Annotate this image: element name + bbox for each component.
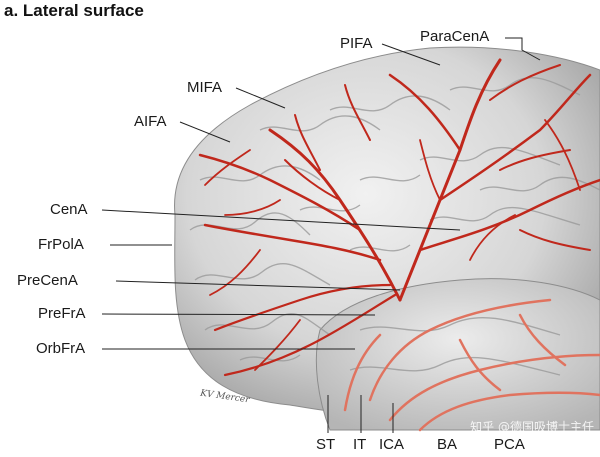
leader-precena xyxy=(115,280,401,291)
leader-cena xyxy=(101,209,461,231)
label-pifa: PIFA xyxy=(340,35,373,52)
cerebral-arteries xyxy=(198,58,600,377)
label-precena: PreCenA xyxy=(17,272,78,289)
leader-pifa xyxy=(381,43,441,66)
gyri-folds xyxy=(189,76,600,376)
label-cena: CenA xyxy=(50,201,88,218)
label-pca: PCA xyxy=(494,436,525,453)
watermark: 知乎 @德国吸博士主任 xyxy=(470,420,594,434)
label-paracena: ParaCenA xyxy=(420,28,490,45)
label-ba: BA xyxy=(437,436,458,453)
label-frpola: FrPolA xyxy=(38,236,84,253)
label-prefra: PreFrA xyxy=(38,305,86,322)
label-orbfra: OrbFrA xyxy=(36,340,86,357)
leader-aifa xyxy=(179,121,231,143)
leader-mifa xyxy=(235,87,286,109)
leader-prefra xyxy=(101,313,376,316)
label-aifa: AIFA xyxy=(134,113,167,130)
leader-lines xyxy=(101,37,541,433)
label-mifa: MIFA xyxy=(187,79,223,96)
temporal-lobe xyxy=(315,278,600,431)
leader-paracena xyxy=(505,37,541,61)
label-st: ST xyxy=(316,436,336,453)
panel-title: a. Lateral surface xyxy=(4,1,144,20)
label-it: IT xyxy=(353,436,367,453)
label-ica: ICA xyxy=(379,436,405,453)
temporal-arteries xyxy=(343,298,600,432)
